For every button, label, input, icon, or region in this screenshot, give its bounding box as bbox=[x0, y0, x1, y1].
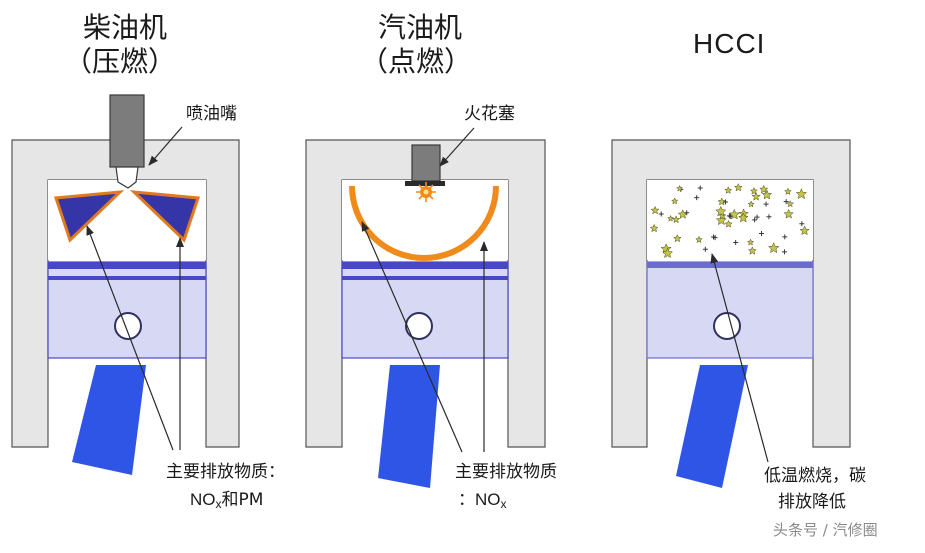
ignition-particle bbox=[717, 197, 727, 206]
ignition-particle bbox=[781, 249, 787, 255]
ignition-particle bbox=[795, 188, 808, 200]
ignition-particle bbox=[752, 217, 758, 223]
arrow-spark-plug bbox=[439, 127, 475, 167]
ignition-particle bbox=[766, 214, 772, 220]
ignition-particle bbox=[673, 234, 682, 243]
gasoline-engine bbox=[305, 139, 546, 488]
ignition-particle bbox=[733, 183, 743, 192]
gasoline-emissions-detail: ：NOx bbox=[458, 490, 507, 511]
ignition-particle bbox=[783, 199, 789, 205]
ignition-particle bbox=[786, 199, 795, 208]
hcci-title: HCCI bbox=[693, 28, 766, 59]
diesel-title: 柴油机 bbox=[83, 11, 168, 44]
ignition-particle bbox=[754, 214, 760, 220]
diesel-emissions-label: 主要排放物质： bbox=[166, 462, 285, 482]
ignition-particle bbox=[723, 199, 729, 205]
ignition-particle bbox=[746, 238, 755, 246]
ignition-particle bbox=[763, 201, 769, 207]
spark-plug-icon bbox=[405, 144, 445, 186]
spark-plug-label: 火花塞 bbox=[464, 104, 515, 124]
diesel-subtitle: （压燃） bbox=[64, 45, 177, 78]
injector-label: 喷油嘴 bbox=[186, 104, 237, 124]
ignition-particle bbox=[715, 205, 727, 217]
ignition-particle bbox=[676, 184, 684, 192]
gasoline-piston bbox=[341, 261, 509, 359]
ignition-particle bbox=[749, 186, 758, 195]
autoignition-particles bbox=[649, 183, 810, 259]
ignition-particle bbox=[715, 214, 727, 226]
ignition-particle bbox=[761, 189, 773, 200]
ignition-particle bbox=[650, 205, 660, 215]
ignition-particle bbox=[667, 214, 675, 222]
hcci-engine bbox=[611, 139, 851, 488]
ignition-particle bbox=[671, 215, 681, 224]
ignition-particle bbox=[767, 242, 780, 254]
ignition-particle bbox=[662, 247, 674, 259]
spark-icon bbox=[416, 182, 436, 202]
ignition-particle bbox=[759, 184, 769, 194]
ignition-particle bbox=[733, 239, 739, 245]
arrow-gasoline-flame-left bbox=[361, 221, 463, 453]
diesel-connecting-rod bbox=[72, 365, 146, 475]
ignition-particle bbox=[684, 210, 690, 216]
diesel-engine bbox=[11, 94, 240, 475]
ignition-particle bbox=[799, 225, 810, 236]
ignition-particle bbox=[758, 230, 764, 236]
ignition-particle bbox=[751, 191, 761, 201]
ignition-particle bbox=[695, 235, 703, 244]
hcci-connecting-rod bbox=[676, 365, 748, 488]
ignition-particle bbox=[697, 185, 703, 191]
ignition-particle bbox=[710, 234, 716, 240]
gasoline-title: 汽油机 bbox=[378, 11, 463, 44]
fuel-spray bbox=[53, 190, 201, 243]
ignition-particle bbox=[724, 219, 733, 228]
ignition-particle bbox=[747, 200, 755, 208]
gasoline-connecting-rod bbox=[378, 365, 440, 488]
ignition-particle bbox=[783, 187, 792, 195]
ignition-particle bbox=[658, 211, 664, 217]
ignition-particle bbox=[724, 186, 733, 194]
ignition-particle bbox=[799, 221, 805, 227]
gasoline-subtitle: （点燃） bbox=[360, 45, 473, 78]
ignition-particle bbox=[702, 246, 708, 252]
ignition-particle bbox=[670, 197, 679, 205]
ignition-particle bbox=[782, 234, 788, 240]
hcci-emissions-label: 低温燃烧，碳 bbox=[764, 466, 866, 486]
ignition-particle bbox=[727, 213, 733, 219]
flame-front bbox=[349, 185, 499, 261]
gasoline-emissions-label: 主要排放物质 bbox=[455, 462, 557, 482]
arrow-injector bbox=[148, 126, 183, 166]
ignition-particle bbox=[747, 246, 757, 255]
ignition-particle bbox=[783, 208, 794, 219]
arrow-diesel-spray-left bbox=[86, 225, 174, 451]
arrow-hcci bbox=[710, 253, 769, 463]
diesel-piston bbox=[47, 261, 207, 359]
ignition-particle bbox=[694, 195, 700, 201]
ignition-particle bbox=[737, 212, 749, 223]
annotation-arrows bbox=[86, 126, 769, 463]
watermark: 头条号 / 汽修圈 bbox=[773, 521, 878, 539]
diesel-emissions-detail: NOx和PM bbox=[190, 490, 264, 511]
injector-icon bbox=[109, 94, 145, 189]
hcci-emissions-label-2: 排放降低 bbox=[778, 492, 846, 512]
hcci-piston bbox=[646, 261, 814, 359]
ignition-particle bbox=[649, 223, 659, 233]
